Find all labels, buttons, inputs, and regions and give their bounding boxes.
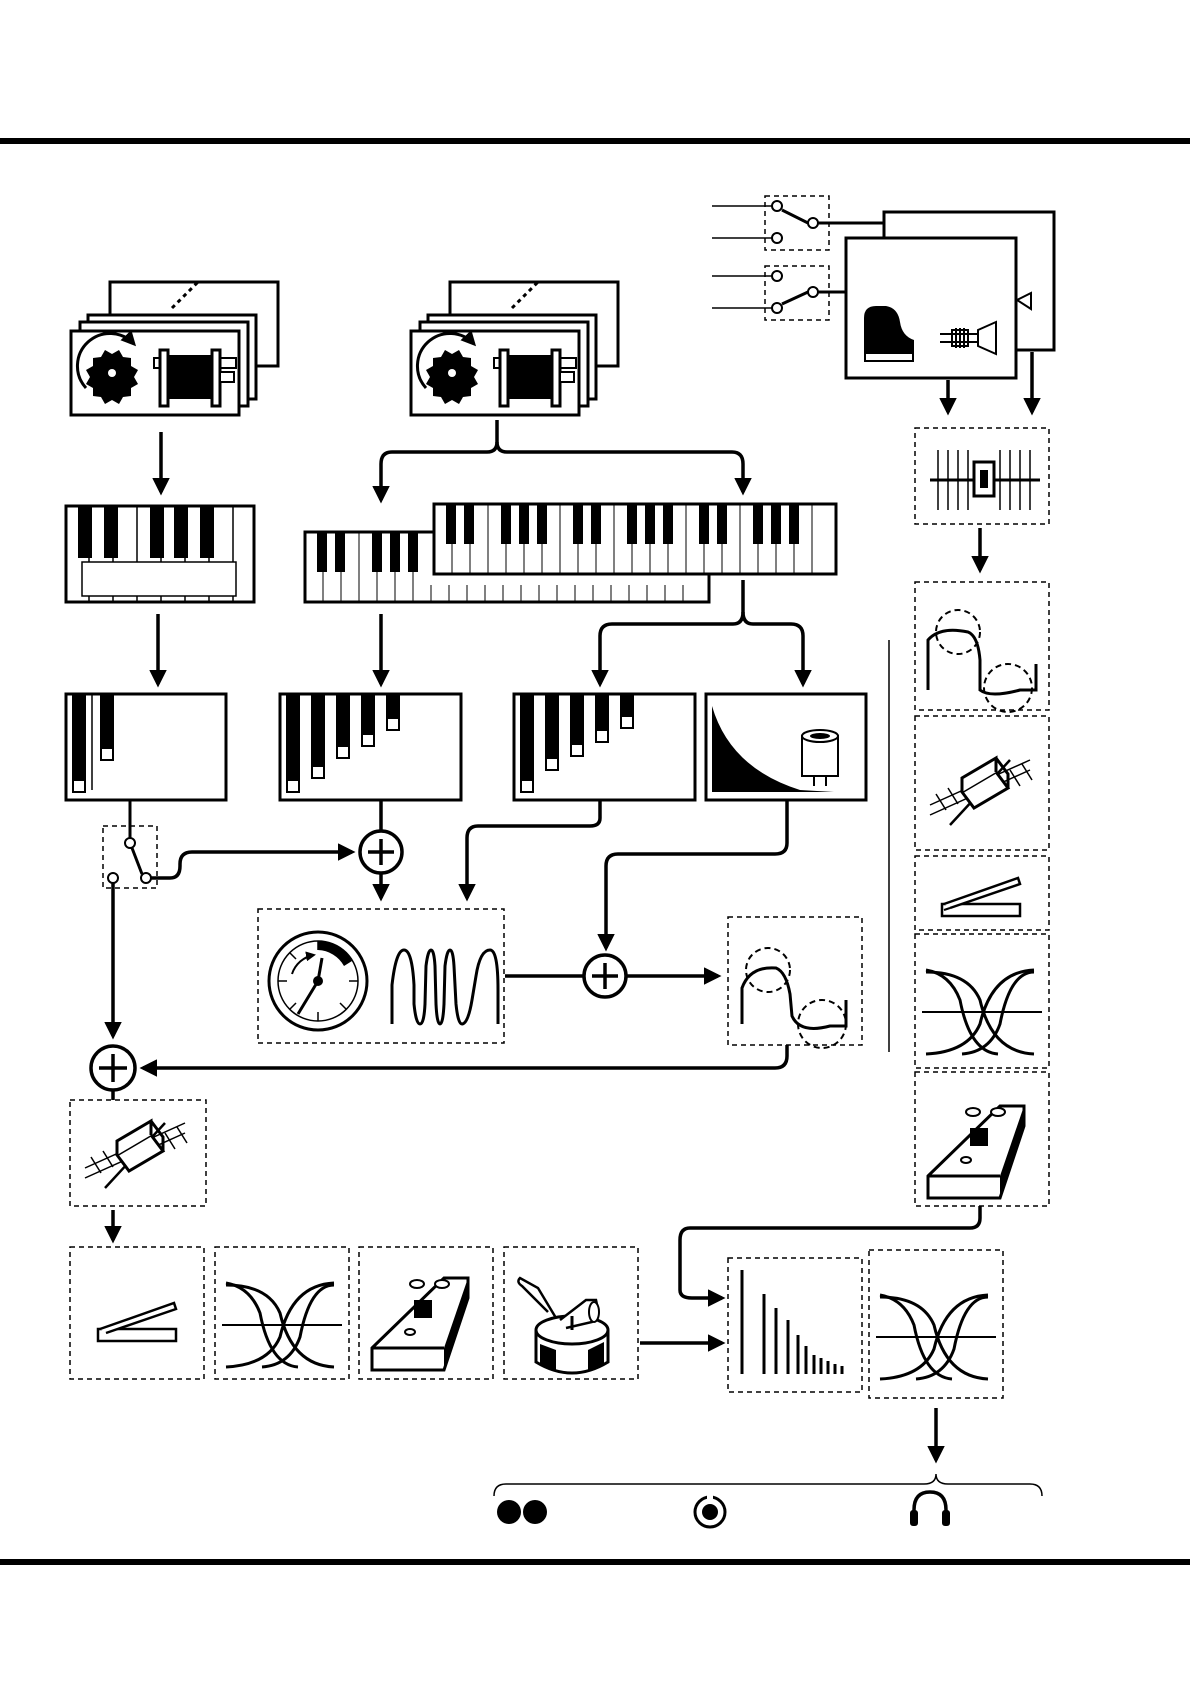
organ-effects-pedal	[359, 1247, 493, 1379]
reverb	[728, 1258, 862, 1392]
speaker-icon	[523, 1500, 547, 1524]
overdrive-upper	[728, 917, 862, 1048]
split-brace	[381, 420, 497, 500]
fm-wave-icon	[392, 950, 498, 1024]
organ-filter	[70, 1100, 206, 1206]
drawbar-set-upper	[514, 694, 695, 800]
flow-arrow	[151, 852, 352, 878]
organ-eq	[215, 1247, 349, 1379]
output-brace	[494, 1474, 1042, 1496]
flow-arrow	[143, 1045, 787, 1068]
inst-filter	[915, 716, 1049, 850]
tonewheel-generator-upper	[71, 282, 278, 415]
inst-eq	[915, 934, 1049, 1068]
vibrato-knob-icon	[269, 932, 367, 1030]
output-headphones	[910, 1492, 950, 1526]
inst-overdrive	[915, 582, 1049, 712]
rotary-speaker	[504, 1247, 638, 1379]
inst-effects-pedal	[915, 1072, 1049, 1206]
top-rule	[0, 138, 1190, 144]
instrument-sound-engine	[846, 212, 1054, 378]
mix-junction-percussion	[584, 955, 626, 997]
flow-arrow	[467, 800, 600, 898]
organ-expression-pedal	[70, 1247, 204, 1379]
split-brace	[743, 612, 803, 684]
input-selector-switch-2	[712, 266, 846, 320]
speaker-icon	[497, 1500, 521, 1524]
flow-arrow	[680, 1206, 980, 1298]
master-eq	[869, 1250, 1003, 1398]
percussion-decay	[706, 694, 866, 800]
drawbar-set-pedal	[66, 694, 226, 800]
inst-expression-pedal	[915, 856, 1049, 930]
vibrato-switch	[103, 800, 157, 888]
drawbar-set-lower	[280, 694, 461, 800]
headphones-icon	[914, 1492, 946, 1520]
mix-junction-main	[91, 1046, 135, 1090]
flow-arrow	[606, 800, 787, 948]
output-line-out	[695, 1495, 725, 1527]
vibrato-chorus	[258, 909, 504, 1043]
inst-expression-slider	[915, 428, 1049, 524]
piano-keys	[866, 354, 912, 360]
split-brace	[497, 442, 743, 492]
bottom-rule	[0, 1559, 1190, 1565]
single-manual-keyboard	[66, 506, 254, 602]
tonewheel-generator-lower	[411, 282, 618, 415]
upper-keyboard	[434, 504, 836, 574]
mix-junction-lower	[360, 831, 402, 873]
output-speakers	[497, 1500, 547, 1524]
